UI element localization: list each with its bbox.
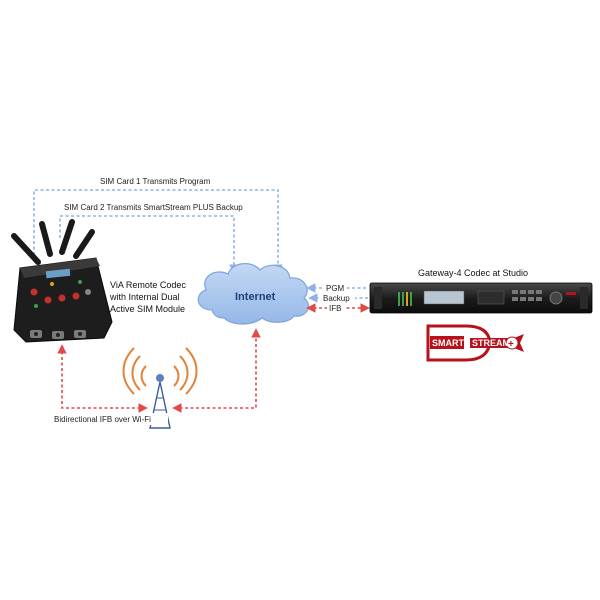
connector-icon (30, 330, 86, 339)
wifi-label: Bidirectional IFB over Wi-Fi (54, 415, 151, 424)
sim2-link (59, 215, 239, 274)
smartstream-logo (426, 324, 524, 362)
wifi-link-remote (57, 344, 148, 413)
ifb-label: IFB (329, 304, 341, 313)
wifi-link-internet (172, 328, 261, 413)
pgm-label: PGM (326, 284, 345, 293)
smartstream-logo-word2: STREAM (472, 338, 510, 348)
smartstream-logo-word1: SMART (432, 338, 464, 348)
gateway-label: Gateway-4 Codec at Studio (418, 268, 528, 278)
sim1-link (33, 189, 283, 274)
remote-codec-label-line1: ViA Remote Codec (110, 280, 186, 290)
knob-icon (30, 280, 91, 308)
remote-codec-label-line2: with Internal Dual (109, 292, 180, 302)
gateway-4-codec-device (369, 282, 593, 314)
antenna-icon (11, 219, 95, 265)
internet-cloud-icon (197, 263, 309, 325)
sim1-label: SIM Card 1 Transmits Program (100, 177, 211, 186)
backup-label: Backup (323, 294, 350, 303)
remote-codec-label-line3: Active SIM Module (110, 304, 185, 314)
via-remote-codec-device (11, 219, 113, 343)
sim2-label: SIM Card 2 Transmits SmartStream PLUS Ba… (64, 203, 243, 212)
internet-label: Internet (235, 291, 276, 303)
smartstream-logo-plus: + (508, 339, 514, 350)
